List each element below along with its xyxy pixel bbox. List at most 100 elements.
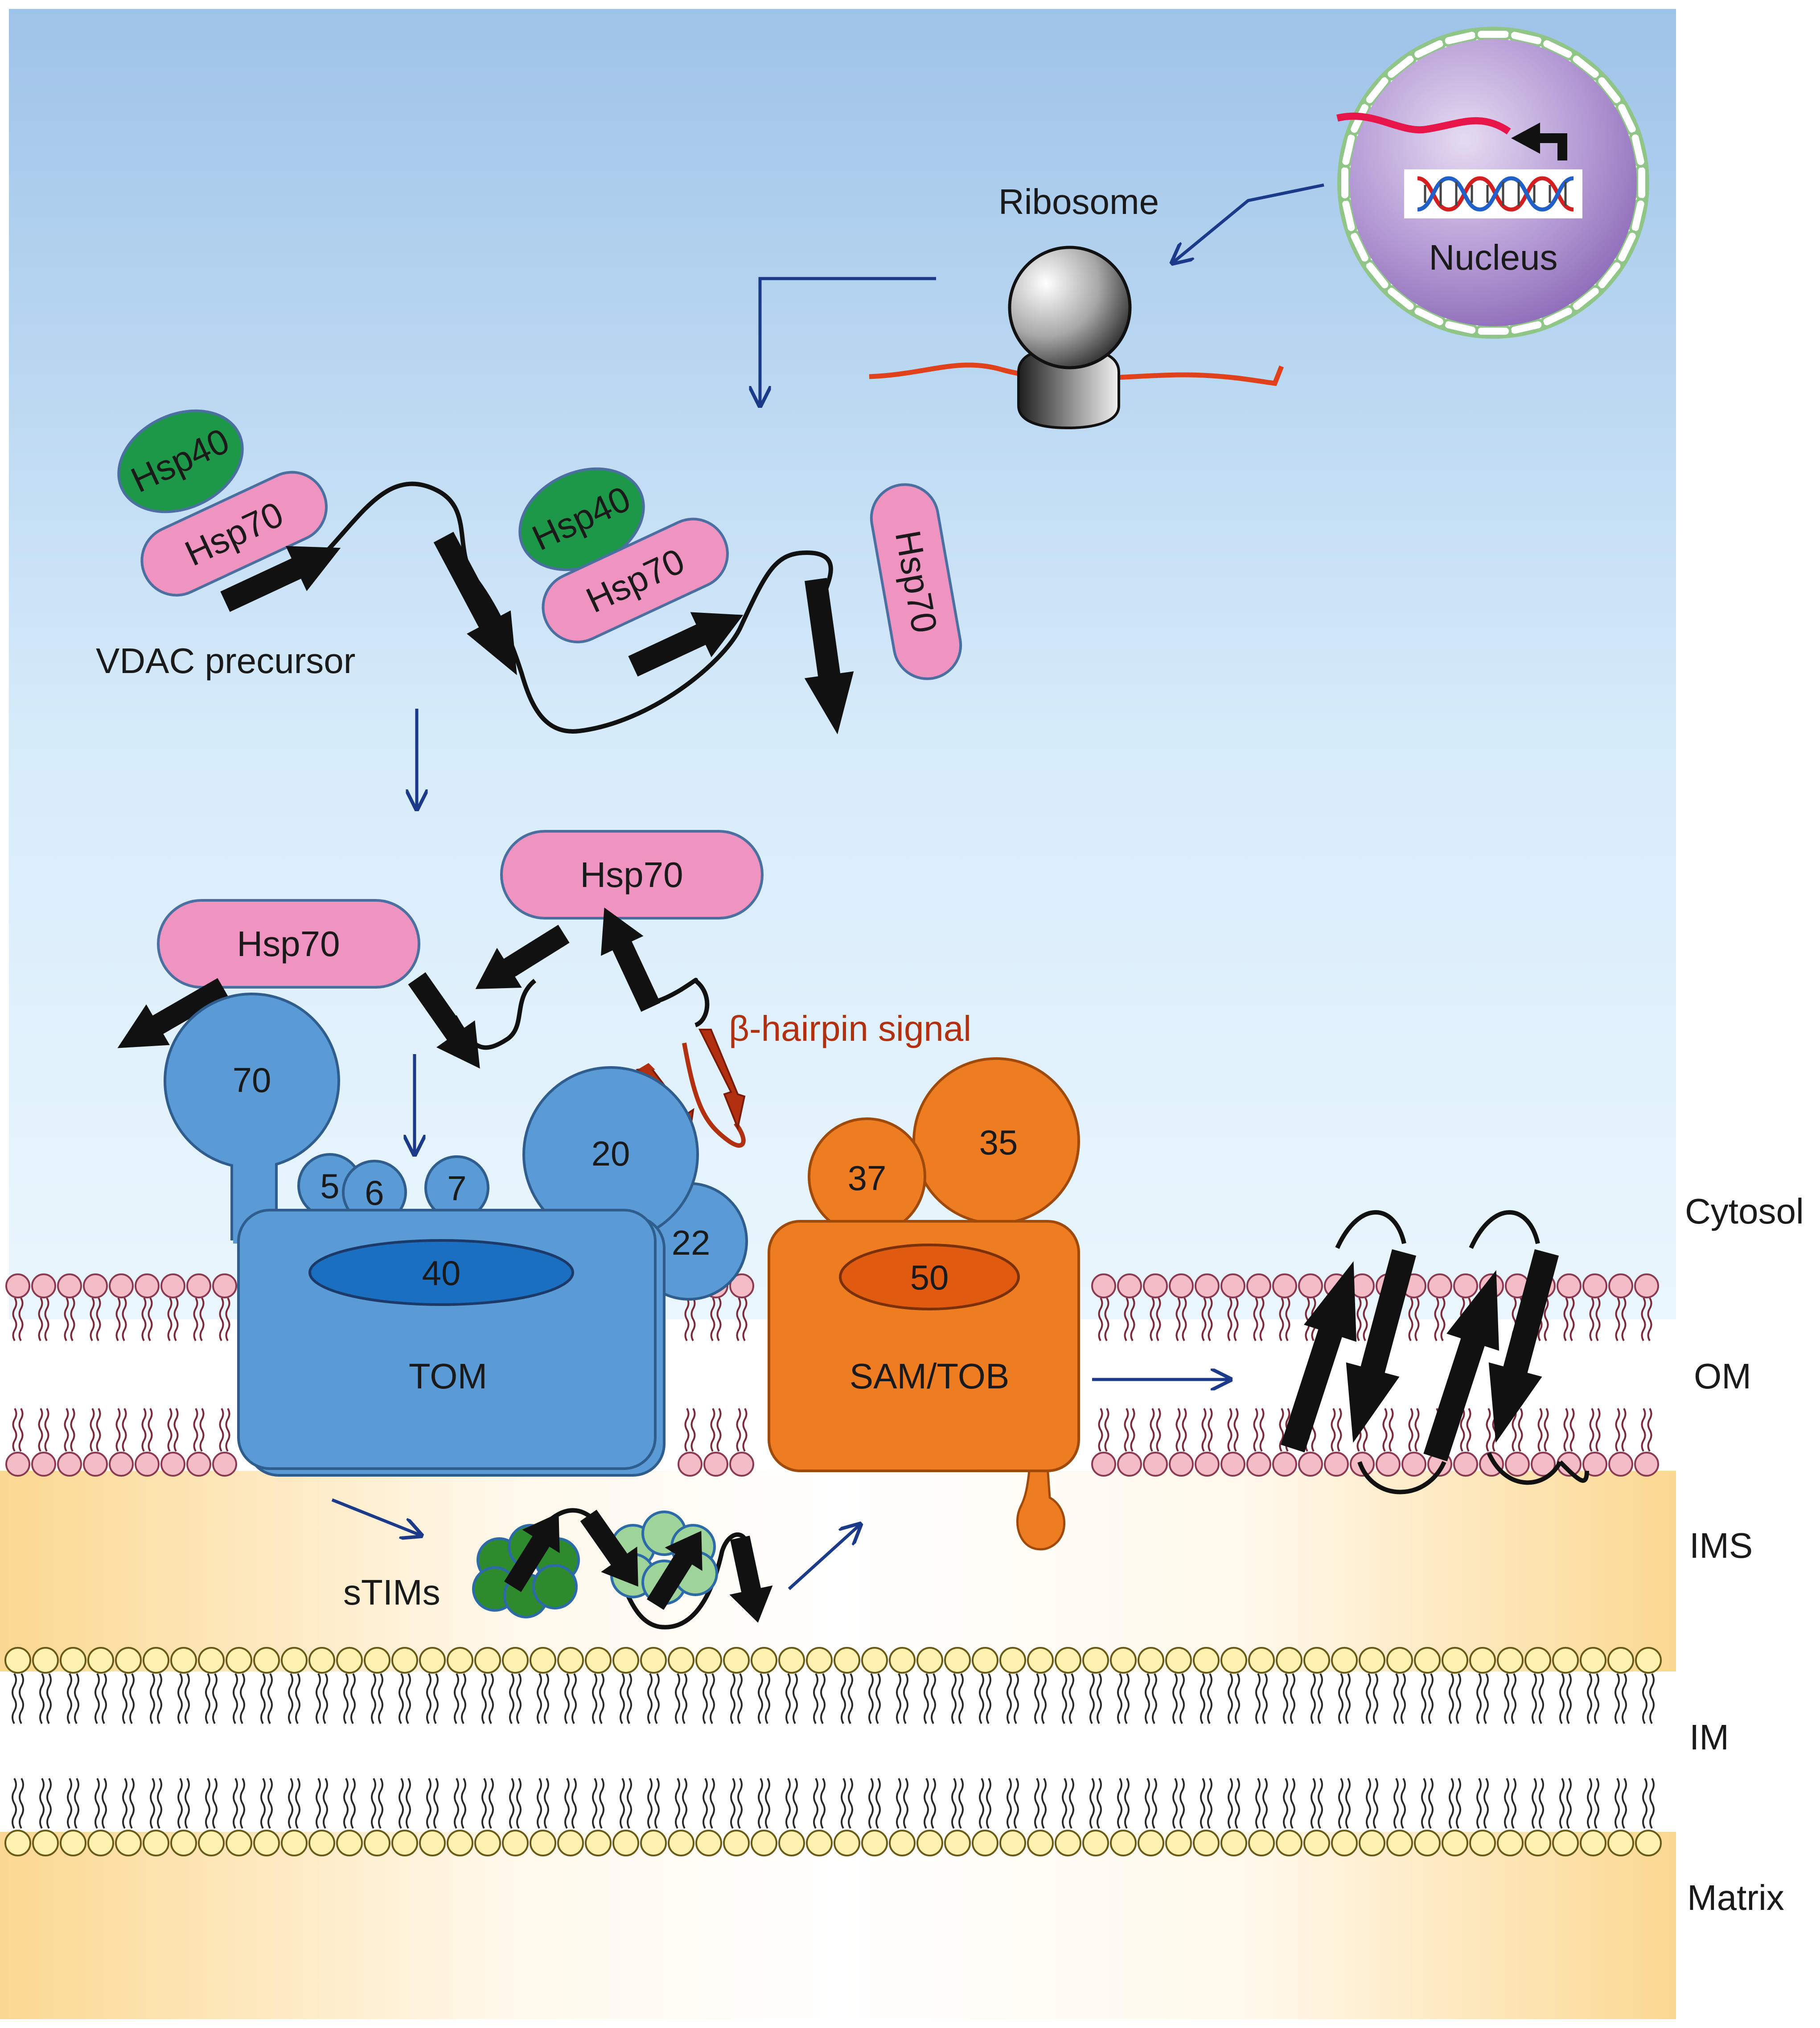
- process-arrows: [331, 183, 1324, 1590]
- om-lipid-tail: [1382, 1408, 1394, 1452]
- im-lipid-tail: [399, 1673, 411, 1724]
- om-lipid-head: [1427, 1273, 1452, 1298]
- im-lipid-head: [198, 1830, 225, 1856]
- im-lipid-head: [585, 1647, 612, 1674]
- om-label: OM: [1694, 1356, 1751, 1396]
- om-lipid-head: [1169, 1452, 1194, 1477]
- im-lipid-tail: [343, 1673, 356, 1724]
- im-lipid-tail: [1615, 1778, 1627, 1829]
- im-lipid-tail: [1338, 1778, 1351, 1829]
- im-lipid-tail: [399, 1778, 411, 1829]
- om-lipid-head: [1401, 1452, 1426, 1477]
- im-lipid-head: [916, 1830, 943, 1856]
- im-label: IM: [1689, 1717, 1729, 1757]
- im-lipid-tail: [509, 1673, 522, 1724]
- om-lipid-head: [1608, 1452, 1633, 1477]
- om-lipid-tail: [1589, 1408, 1601, 1452]
- tom5-label: 5: [320, 1166, 339, 1206]
- im-lipid-tail: [785, 1778, 798, 1829]
- nuclear-pore: [1339, 164, 1351, 201]
- folded-vdac-barrel: [1266, 1210, 1589, 1494]
- om-lipid-head: [1220, 1452, 1245, 1477]
- im-lipid-tail: [813, 1673, 826, 1724]
- im-lipid-tail: [1089, 1673, 1102, 1724]
- hsp70-3: [870, 483, 962, 680]
- im-lipid-head: [1082, 1647, 1109, 1674]
- om-lipid-tail: [1227, 1408, 1239, 1452]
- im-lipid-tail: [730, 1778, 743, 1829]
- im-lipid-tail: [592, 1673, 604, 1724]
- im-lipid-tail: [1034, 1673, 1047, 1724]
- im-lipid-tail: [620, 1778, 632, 1829]
- im-lipid-tail: [647, 1778, 660, 1829]
- matrix-label: Matrix: [1687, 1878, 1784, 1917]
- im-lipid-tail: [841, 1778, 853, 1829]
- im-lipid-tail: [426, 1778, 439, 1829]
- ribosome: Ribosome: [869, 182, 1284, 430]
- im-lipid-head: [198, 1647, 225, 1674]
- im-lipid-head: [502, 1647, 529, 1674]
- im-lipid-head: [972, 1647, 998, 1674]
- im-lipid-tail: [316, 1673, 328, 1724]
- im-lipid-head: [640, 1830, 667, 1856]
- om-lipid-head: [703, 1452, 728, 1477]
- ribosome-label: Ribosome: [998, 182, 1159, 222]
- im-lipid-tail: [785, 1673, 798, 1724]
- om-lipid-head: [31, 1273, 56, 1298]
- sam50: [839, 1244, 1020, 1310]
- im-lipid-head: [170, 1830, 197, 1856]
- im-lipid-head: [778, 1830, 805, 1856]
- im-lipid-head: [834, 1647, 860, 1674]
- im-lipid-tail: [841, 1673, 853, 1724]
- im-lipid-head: [60, 1647, 86, 1674]
- om-lipid-head: [160, 1452, 185, 1477]
- im-lipid-head: [170, 1647, 197, 1674]
- im-lipid-head: [1359, 1830, 1385, 1856]
- im-lipid-head: [1276, 1647, 1302, 1674]
- vdac-precursor-label: VDAC precursor: [96, 641, 355, 681]
- im-lipid-tail: [1642, 1778, 1655, 1829]
- om-lipid-head: [31, 1452, 56, 1477]
- im-lipid-head: [585, 1830, 612, 1856]
- om-lipid-head: [1091, 1452, 1116, 1477]
- im-lipid-head: [4, 1647, 31, 1674]
- im-lipid-head: [1359, 1647, 1385, 1674]
- nuclear-pore: [1475, 28, 1512, 41]
- im-lipid-head: [1138, 1830, 1164, 1856]
- im-lipid-head: [1248, 1830, 1275, 1856]
- om-lipid-tail: [219, 1408, 230, 1452]
- im-lipid-head: [391, 1647, 418, 1674]
- im-lipid-head: [1193, 1647, 1220, 1674]
- im-lipid-tail: [260, 1778, 273, 1829]
- om-lipid-head: [1298, 1452, 1323, 1477]
- hsp70-4-label: Hsp70: [237, 924, 340, 964]
- im-lipid-head: [1193, 1830, 1220, 1856]
- im-lipid-tail: [1200, 1673, 1212, 1724]
- im-lipid-head: [916, 1647, 943, 1674]
- im-lipid-tail: [12, 1673, 24, 1724]
- im-lipid-tail: [1172, 1673, 1185, 1724]
- om-lipid-head: [1505, 1452, 1530, 1477]
- im-lipid-tail: [564, 1778, 577, 1829]
- om-lipid-head: [109, 1273, 134, 1298]
- im-lipid-head: [668, 1647, 694, 1674]
- im-lipid-head: [1110, 1647, 1137, 1674]
- cytosol-label: Cytosol: [1685, 1191, 1804, 1231]
- tom40: [308, 1239, 574, 1306]
- om-lipid-head: [109, 1452, 134, 1477]
- om-lipid-head: [83, 1273, 108, 1298]
- sam-complex: 35 37 50 SAM/TOB: [768, 1057, 1080, 1551]
- im-lipid-head: [391, 1830, 418, 1856]
- im-lipid-head: [751, 1830, 777, 1856]
- om-lipid-tail: [1150, 1408, 1161, 1452]
- im-lipid-tail: [1559, 1778, 1572, 1829]
- om-lipid-tail: [141, 1408, 153, 1452]
- im-lipid-tail: [150, 1778, 162, 1829]
- im-lipid-tail: [1255, 1673, 1268, 1724]
- tom20-label: 20: [592, 1134, 630, 1173]
- om-lipid-head: [1143, 1452, 1168, 1477]
- hsp70-1: [140, 471, 328, 597]
- im-lipid-tail: [260, 1673, 273, 1724]
- im-lipid-head: [1580, 1647, 1606, 1674]
- im-lipid-head: [640, 1647, 667, 1674]
